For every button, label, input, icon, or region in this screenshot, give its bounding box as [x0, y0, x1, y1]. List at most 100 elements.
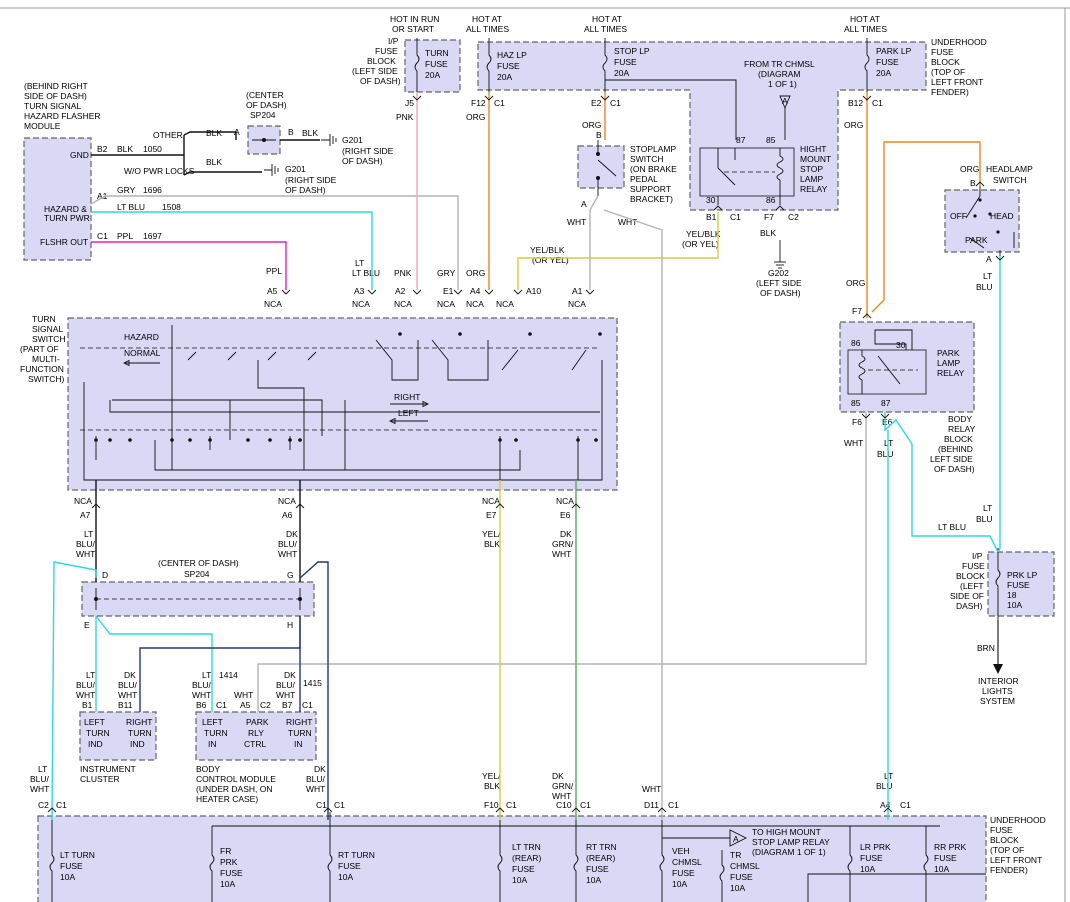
g201b-label: G201 [285, 164, 306, 174]
uhb-pin-c10: C10 [556, 800, 572, 810]
ts-top-nca-a2: NCA [394, 299, 412, 309]
body-relay-3: BLOCK [944, 434, 973, 444]
ts-top-pin-a4: A4 [470, 286, 481, 296]
uhb-fuse-frprk-2: PRK [220, 857, 238, 867]
ic-w2-2: BLU/ [118, 680, 138, 690]
g202-label: G202 [768, 268, 789, 278]
pr-label-3: RELAY [937, 368, 965, 378]
ic-right-2: TURN [128, 728, 152, 738]
ts-bot-pin-e7: E7 [486, 510, 497, 520]
mid-dkgrn-2: GRN/ [552, 539, 574, 549]
pr-pin-30: 30 [896, 340, 906, 350]
relay-label-3: STOP [800, 164, 823, 174]
ip-hot-1: HOT IN RUN [390, 14, 439, 24]
from-tr-label-2: (DIAGRAM [758, 69, 801, 79]
ts-bot-pin-e6: E6 [560, 510, 571, 520]
pin-b1-c: C1 [730, 212, 741, 222]
headlamp-label-2: SWITCH [993, 175, 1027, 185]
bcm-w1-3: WHT [192, 690, 211, 700]
wire-wht-stoplamp-2: WHT [618, 217, 637, 227]
ts-top-color-a4: ORG [466, 268, 485, 278]
ts-top-pin-a5: A5 [267, 286, 278, 296]
stoplamp-label-2: SWITCH [630, 154, 664, 164]
relay-pin-85: 85 [766, 135, 776, 145]
uhb-wleft-3: WHT [30, 784, 49, 794]
sp204-bot-h: H [287, 620, 293, 630]
wire-a1-gry: GRY [117, 185, 136, 195]
pr-wire-org: ORG [846, 278, 865, 288]
uhb-fuse-lrprk-3: 10A [860, 864, 875, 874]
ts-top-color-a2: PNK [394, 268, 412, 278]
connector-markers [47, 95, 1005, 813]
switch-contacts [94, 332, 602, 442]
mid-ltblu-2: BLU/ [76, 539, 96, 549]
uhb-wleft-2: BLU/ [30, 774, 50, 784]
ip-title-1: I/P [388, 36, 399, 46]
turn-fuse-3: 20A [425, 70, 440, 80]
ts-hazard: HAZARD [124, 332, 159, 342]
sp204-bot-e: E [84, 620, 90, 630]
wire-org-stop: ORG [582, 120, 601, 130]
wire-b2-circuit: 1050 [143, 144, 162, 154]
ts-title-2: SIGNAL [32, 324, 63, 334]
pin-f7: F7 [764, 212, 774, 222]
sp204-top-title-2: OF DASH) [246, 100, 287, 110]
uhb-pin-c1: C1 [316, 800, 327, 810]
prk-fuse-2: FUSE [1007, 580, 1030, 590]
prk-fuse-1: PRK LP [1007, 570, 1038, 580]
ts-bot-nca-a7: NCA [74, 496, 92, 506]
ts-bot-nca-a6: NCA [278, 496, 296, 506]
uhb-title-6: FENDER) [990, 865, 1028, 875]
pin-b12-c: C1 [872, 98, 883, 108]
bcm-right-2: TURN [288, 728, 312, 738]
bcm-label-1: BODY [196, 764, 220, 774]
uhb-fuse-veh-2: CHMSL [672, 857, 702, 867]
ts-bot-nca-e7: NCA [482, 496, 500, 506]
pin-j5: J5 [405, 98, 414, 108]
relay-pin-87: 87 [736, 135, 746, 145]
ts-bot-pin-a7: A7 [80, 510, 91, 520]
wire-org-park: ORG [844, 120, 863, 130]
relay-label-4: LAMP [800, 174, 823, 184]
prk-fuse-3: 18 [1007, 590, 1017, 600]
ic-left-3: IND [88, 739, 103, 749]
prk-block-6: DASH) [956, 601, 983, 611]
wire-ltblu-headlamp-2: BLU [976, 282, 993, 292]
ts-right: RIGHT [394, 392, 420, 402]
stoplamp-pin-b: B [596, 130, 602, 140]
pin-hazard-pwr-1: HAZARD & [44, 204, 87, 214]
bcm-c1415: 1415 [303, 678, 322, 688]
ts-title-3: SWITCH [32, 334, 66, 344]
wire-ppl-1697 [91, 241, 287, 290]
headlamp-head: HEAD [990, 211, 1014, 221]
hazard-title-4: HAZARD FLASHER [24, 111, 101, 121]
stop-fuse-label-1: STOP LP [614, 46, 650, 56]
park-fuse-label-1: PARK LP [876, 46, 912, 56]
ground-icon [264, 164, 279, 176]
pin-flshr-out: FLSHR OUT [40, 237, 88, 247]
wire-org-haz: ORG [466, 112, 485, 122]
park-fuse-label-3: 20A [876, 68, 891, 78]
prk-block-1: I/P [972, 551, 983, 561]
ic-w1-3: WHT [76, 690, 95, 700]
ic-w2-1: DK [124, 670, 136, 680]
wire-other-label: OTHER [153, 130, 183, 140]
prk-fuse-4: 10A [1007, 600, 1022, 610]
uhb-wleft-1: LT [38, 764, 47, 774]
pin-b2: B2 [97, 144, 108, 154]
bcm-pin-c1b: C1 [302, 700, 313, 710]
uhb-fuse-rtturn-3: 10A [338, 872, 353, 882]
ts-normal: NORMAL [124, 348, 161, 358]
underhood-fuse-block-bottom: UNDERHOOD FUSE BLOCK (TOP OF LEFT FRONT … [37, 812, 1046, 902]
uhb-fuse-rttrn-4: 10A [586, 875, 601, 885]
uhb-to-relay-2: STOP LAMP RELAY [752, 837, 830, 847]
uhb-wlt-2: BLU [876, 781, 893, 791]
prk-block-4: (LEFT [960, 581, 984, 591]
uhb-fuse-rrprk-2: FUSE [934, 853, 957, 863]
uhb-wwht: WHT [642, 784, 661, 794]
ic-pin-b11: B11 [118, 700, 133, 710]
headlamp-switch: HEADLAMP SWITCH OFF HEAD PARK [944, 164, 1033, 256]
pin-c1-hazard: C1 [97, 231, 108, 241]
headlamp-off: OFF [950, 211, 967, 221]
